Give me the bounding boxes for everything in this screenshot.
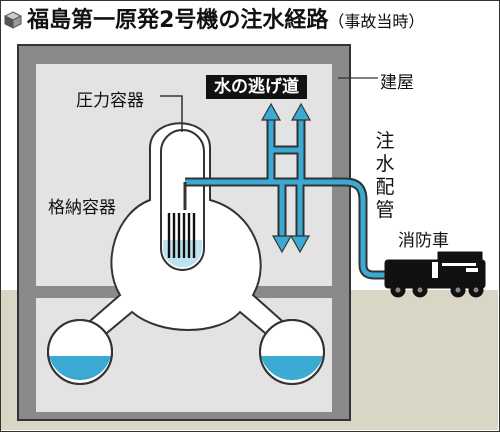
arrow-up-right [290,102,312,121]
suppression-water-left [49,356,111,381]
label-building: 建屋 [380,73,414,93]
arrow-down-left [271,235,293,254]
cube-icon [4,11,22,29]
arrow-down-right [289,235,311,254]
label-water-pipe: 注水配管 [375,130,395,221]
label-containment-vessel: 格納容器 [48,198,116,218]
escape-arrows [260,102,312,254]
label-pressure-vessel: 圧力容器 [76,91,144,111]
pressure-vessel-leader [160,95,183,132]
fire-truck-icon [384,251,486,298]
fuel-rods [167,213,196,258]
water-pipe [183,118,390,280]
arrow-up-left [260,102,282,121]
pressure-vessel-water [163,240,202,268]
page-title: 福島第一原発2号機の注水経路（事故当時） [4,2,425,33]
label-fire-truck: 消防車 [398,231,449,251]
label-water-escape: 水の逃げ道 [206,75,307,99]
title-sub: （事故当時） [328,12,425,31]
title-main: 福島第一原発2号機の注水経路 [27,8,329,33]
suppression-water-right [261,356,323,381]
